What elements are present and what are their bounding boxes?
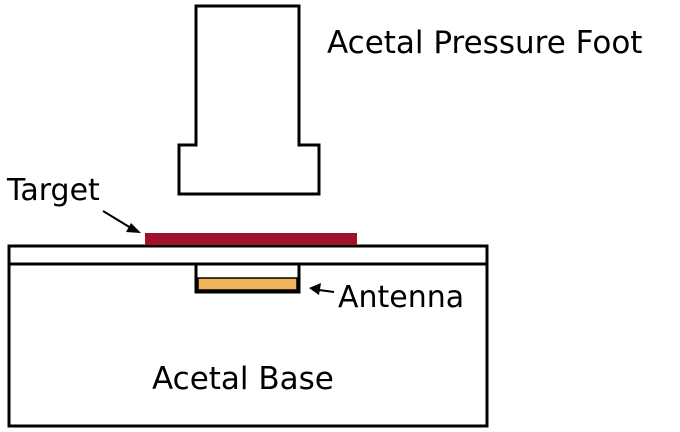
target-arrow (102, 210, 141, 233)
label-pressure-foot: Acetal Pressure Foot (327, 25, 642, 61)
antenna-arrow (309, 283, 335, 295)
label-target: Target (6, 173, 100, 208)
label-base: Acetal Base (152, 361, 334, 397)
pressure-foot-shape (177, 4, 321, 196)
target-plate (145, 233, 357, 245)
antenna-element (197, 277, 298, 291)
label-antenna: Antenna (338, 280, 464, 315)
